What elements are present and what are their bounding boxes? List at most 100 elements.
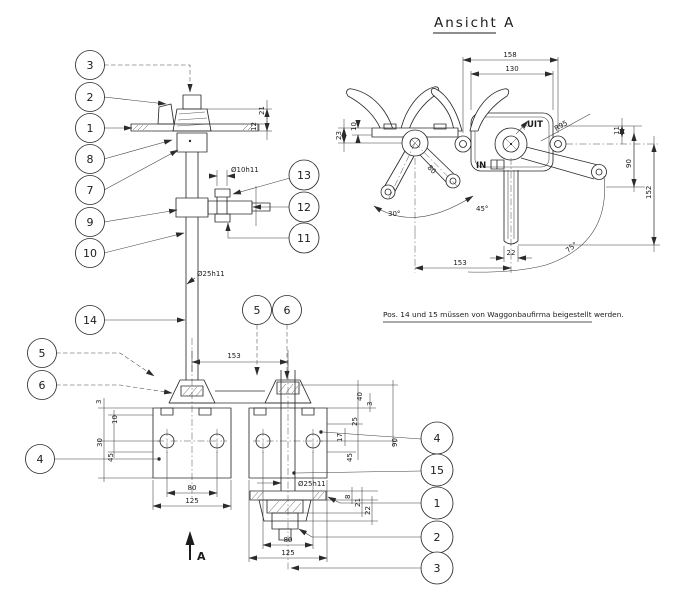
balloon-5-left-label: 5	[39, 347, 46, 360]
dim-125-center: 125	[281, 549, 294, 557]
balloon-3-label: 3	[87, 59, 94, 72]
balloon-14: 14	[75, 305, 105, 335]
balloon-2-bottom: 2	[420, 520, 454, 554]
balloon-15-label: 15	[430, 464, 444, 477]
balloon-3-top: 3	[75, 50, 105, 80]
balloon-11-label: 11	[297, 232, 311, 245]
dim-45-left: 45	[107, 453, 115, 462]
balloons: 3 2 1 8 7 9 10 14 5 6 4 5 6 13 12 11 4 1…	[25, 50, 454, 585]
balloon-7-label: 7	[87, 184, 94, 197]
dim-90-right: 90	[391, 438, 399, 447]
guide-horns	[346, 86, 510, 134]
dim-10-left: 10	[111, 415, 119, 424]
dim-dia25-bolt: Ø25h11	[298, 480, 326, 488]
dim-10-right: 10	[350, 122, 358, 131]
right-vertical-dims: 11 90 152	[518, 118, 660, 252]
balloon-15: 15	[420, 453, 454, 487]
balloon-4-right: 4	[420, 421, 454, 455]
balloon-3-bottom-label: 3	[434, 562, 441, 575]
yoke	[168, 379, 312, 404]
top-dims: 158 130	[462, 51, 559, 133]
balloon-1-top: 1	[75, 113, 105, 143]
dim-90: 90	[625, 159, 633, 168]
angle-75: 75°	[564, 241, 579, 255]
collar-arm	[175, 186, 271, 226]
dim-80-center: 80	[284, 536, 293, 544]
balloon-5-mid: 5	[242, 295, 272, 325]
balloon-6-mid-label: 6	[284, 304, 291, 317]
balloon-1-bottom: 1	[420, 486, 454, 520]
balloon-10: 10	[75, 238, 105, 268]
view-arrow-label: A	[197, 550, 206, 563]
dim-130: 130	[505, 65, 518, 73]
spindle	[185, 152, 199, 380]
pin-dim: Ø10h11	[209, 166, 259, 186]
gland-dims: 8 21 22	[298, 487, 378, 525]
balloon-4-left: 4	[25, 444, 55, 474]
swing-arms: 80	[380, 142, 461, 232]
dim-21: 21	[258, 106, 266, 115]
angle-45: 45°	[476, 205, 488, 213]
balloon-1-bottom-label: 1	[434, 497, 441, 510]
centerlines	[157, 338, 323, 572]
right-dim-column: 40 3 25 17 45 90	[300, 380, 399, 462]
dim-3-right: 3	[366, 402, 374, 406]
balloon-6-left: 6	[27, 370, 57, 400]
dim-21-gland: 21	[354, 498, 362, 507]
bottom-left-dims: 80 125	[152, 450, 232, 510]
in-label: IN	[476, 161, 486, 171]
dim-80-left: 80	[188, 484, 197, 492]
angle-30: 30°	[388, 210, 400, 218]
dim-40: 40	[356, 392, 364, 401]
dim-22: 22	[507, 249, 516, 257]
dim-153: 153	[227, 352, 240, 360]
balloon-8: 8	[75, 144, 105, 174]
left-dim-column: 3 10 30 45	[95, 398, 160, 482]
dim-11: 11	[613, 126, 621, 135]
balloon-9: 9	[75, 207, 105, 237]
output-shaft	[503, 158, 519, 274]
trolley-flange	[371, 123, 459, 157]
balloon-13: 13	[288, 159, 320, 191]
balloon-12-label: 12	[297, 201, 311, 214]
long-bolt	[276, 370, 300, 491]
base-blocks	[152, 407, 328, 479]
dim-153-right: 153	[453, 259, 466, 267]
balloon-5-mid-label: 5	[254, 304, 261, 317]
balloon-7: 7	[75, 175, 105, 205]
dim-30-left: 30	[96, 438, 104, 447]
balloon-8-label: 8	[87, 153, 94, 166]
spindle-head	[130, 94, 259, 153]
balloon-14-label: 14	[83, 314, 97, 327]
dim-125-left: 125	[185, 497, 198, 505]
dim-158: 158	[503, 51, 516, 59]
hub-and-lever	[454, 127, 607, 180]
in-uit-labels: UIT IN	[476, 120, 543, 171]
balloon-4-left-label: 4	[37, 453, 44, 466]
view-title: Ansicht A	[434, 15, 515, 31]
balloon-10-label: 10	[83, 247, 97, 260]
bolt-dia-dim: Ø25h11	[257, 480, 326, 488]
note: Pos. 14 und 15 müssen von Waggonbaufirma…	[383, 310, 624, 323]
balloon-13-label: 13	[297, 169, 311, 182]
dim-3-left: 3	[95, 400, 103, 404]
dim-22-gland: 22	[364, 506, 372, 515]
dim-8: 8	[344, 495, 352, 499]
view-arrow: A	[185, 531, 206, 563]
angle-arc: 30° 45°	[373, 195, 488, 218]
head-dims: 21 12	[207, 100, 272, 140]
main-view: 21 12 Ø10h11 Ø25h11 153	[95, 94, 399, 572]
dim-dia25: Ø25h11	[197, 270, 225, 278]
left-small-dims: 23 10	[335, 119, 402, 152]
balloon-2-top: 2	[75, 82, 105, 112]
balloon-4-right-label: 4	[434, 432, 441, 445]
dim-80-arm: 80	[426, 164, 438, 176]
dim-17: 17	[336, 433, 344, 442]
bottom-center-dims: 80 125	[248, 450, 328, 562]
dim-152: 152	[645, 186, 653, 199]
dim-23: 23	[335, 131, 343, 140]
dim-25: 25	[351, 417, 359, 426]
dim-45-right: 45	[346, 453, 354, 462]
ansicht-a-view: Ansicht A 158 130	[335, 15, 660, 274]
